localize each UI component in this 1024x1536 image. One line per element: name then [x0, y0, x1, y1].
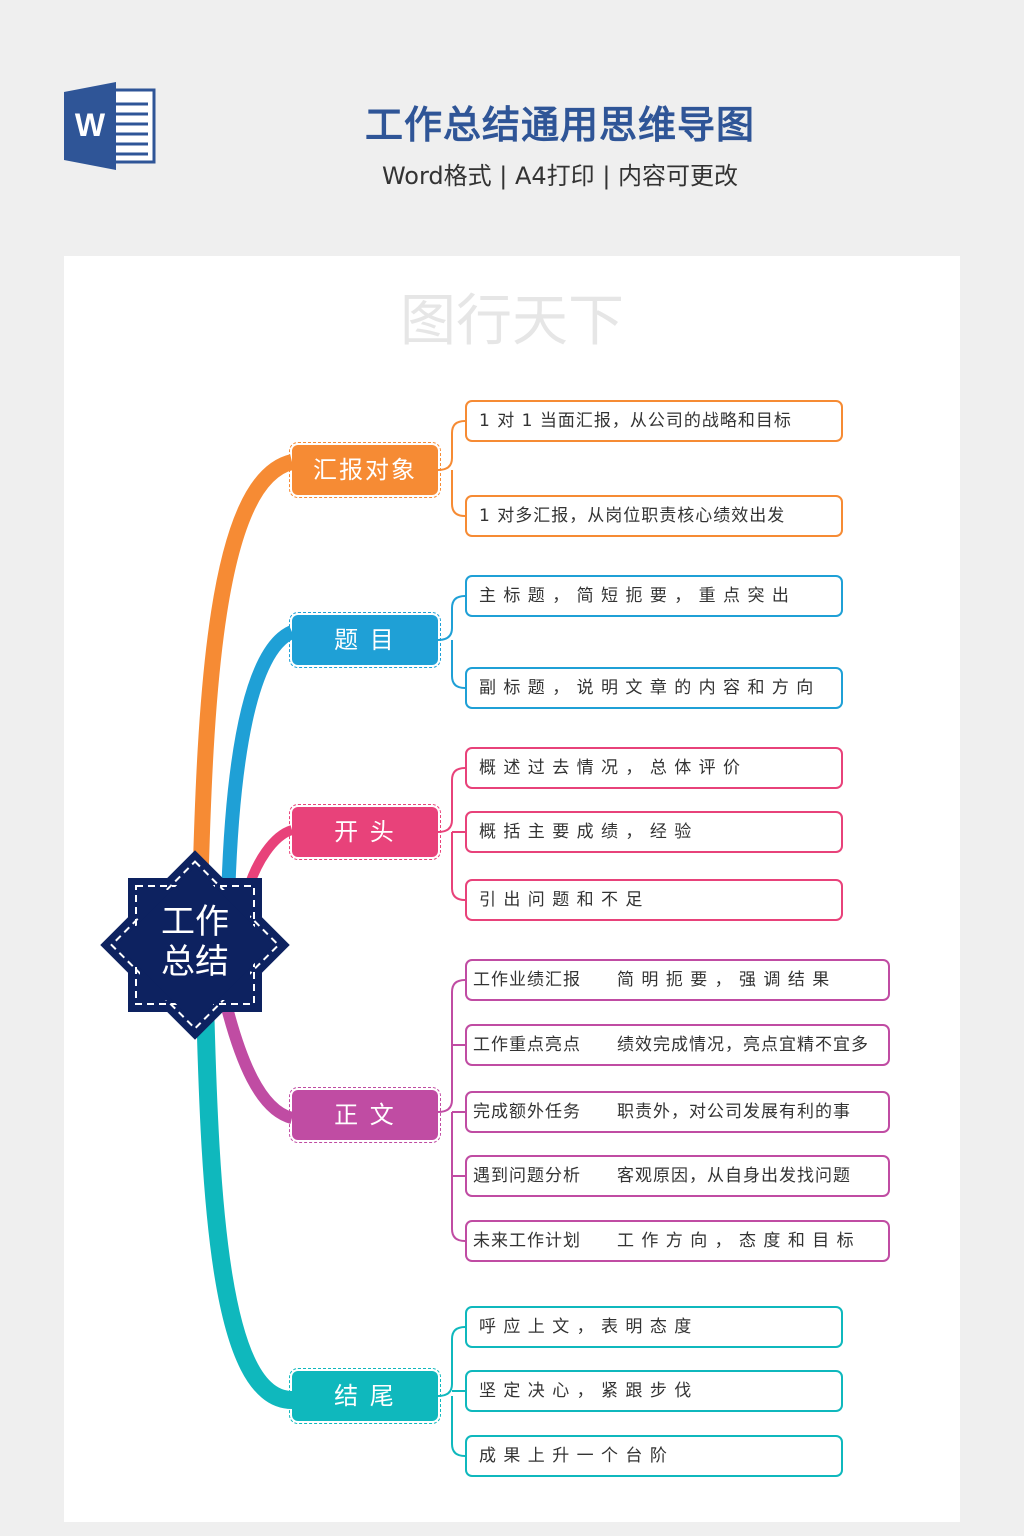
- leaf-item[interactable]: 概 括 主 要 成 绩 ， 经 验: [465, 811, 843, 853]
- leaf-item[interactable]: 概 述 过 去 情 况 ， 总 体 评 价: [465, 747, 843, 789]
- leaf-item[interactable]: 1 对多汇报，从岗位职责核心绩效出发: [465, 495, 843, 537]
- leaf-item[interactable]: 未来工作计划 工 作 方 向 ， 态 度 和 目 标: [465, 1220, 890, 1262]
- leaf-item[interactable]: 遇到问题分析 客观原因，从自身出发找问题: [465, 1155, 890, 1197]
- branch-node-title[interactable]: 题 目: [289, 612, 441, 668]
- leaf-desc: 职责外，对公司发展有利的事: [617, 1102, 851, 1122]
- leaf-item[interactable]: 成 果 上 升 一 个 台 阶: [465, 1435, 843, 1477]
- center-star-shape: [100, 850, 290, 1040]
- leaf-item[interactable]: 主 标 题 ， 简 短 扼 要 ， 重 点 突 出: [465, 575, 843, 617]
- word-logo-icon: W: [64, 82, 156, 170]
- leaf-item[interactable]: 坚 定 决 心 ， 紧 跟 步 伐: [465, 1370, 843, 1412]
- svg-text:W: W: [75, 107, 106, 143]
- branch-node-opening[interactable]: 开 头: [289, 804, 441, 860]
- leaf-desc: 简 明 扼 要 ， 强 调 结 果: [617, 970, 831, 990]
- leaf-item[interactable]: 工作业绩汇报 简 明 扼 要 ， 强 调 结 果: [465, 959, 890, 1001]
- leaf-item[interactable]: 呼 应 上 文 ， 表 明 态 度: [465, 1306, 843, 1348]
- page-subtitle: Word格式 | A4打印 | 内容可更改: [381, 162, 739, 190]
- leaf-desc: 工 作 方 向 ， 态 度 和 目 标: [617, 1231, 855, 1251]
- branch-node-report-audience[interactable]: 汇报对象: [289, 442, 441, 498]
- page-title: 工作总结通用思维导图: [364, 103, 755, 147]
- center-line-1: 工作: [161, 902, 229, 942]
- branch-node-body[interactable]: 正 文: [289, 1087, 441, 1143]
- leaf-label: 完成额外任务: [473, 1102, 581, 1122]
- watermark: 图行天下: [400, 289, 624, 354]
- leaf-label: 工作业绩汇报: [473, 970, 581, 990]
- branch-node-ending[interactable]: 结 尾: [289, 1368, 441, 1424]
- leaf-item[interactable]: 引 出 问 题 和 不 足: [465, 879, 843, 921]
- leaf-desc: 客观原因，从自身出发找问题: [617, 1166, 851, 1186]
- center-line-2: 总结: [161, 942, 229, 982]
- leaf-item[interactable]: 1 对 1 当面汇报，从公司的战略和目标: [465, 400, 843, 442]
- leaf-item[interactable]: 副 标 题 ， 说 明 文 章 的 内 容 和 方 向: [465, 667, 843, 709]
- leaf-item[interactable]: 完成额外任务 职责外，对公司发展有利的事: [465, 1091, 890, 1133]
- leaf-label: 未来工作计划: [473, 1231, 581, 1251]
- leaf-label: 工作重点亮点: [473, 1035, 581, 1055]
- leaf-item[interactable]: 工作重点亮点 绩效完成情况，亮点宜精不宜多: [465, 1024, 890, 1066]
- center-topic: 工作总结: [130, 902, 260, 982]
- leaf-desc: 绩效完成情况，亮点宜精不宜多: [617, 1035, 869, 1055]
- leaf-label: 遇到问题分析: [473, 1166, 581, 1186]
